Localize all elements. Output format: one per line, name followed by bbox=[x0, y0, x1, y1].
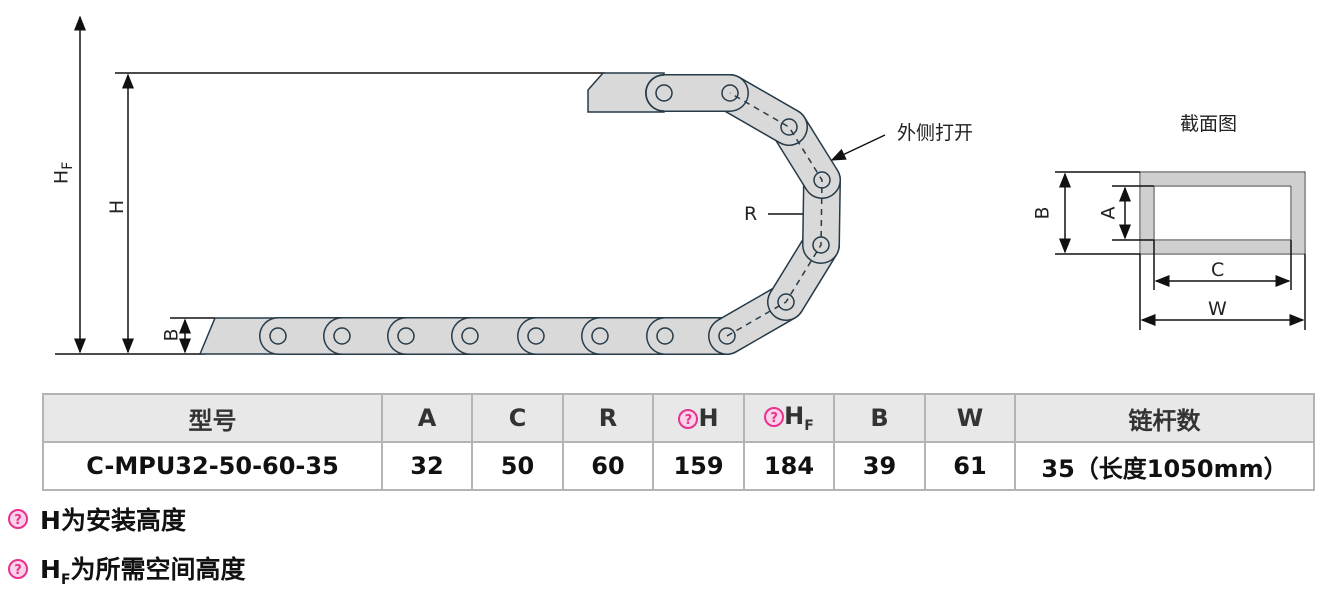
pin-hole bbox=[718, 327, 736, 345]
header-h: ?H bbox=[652, 393, 745, 443]
h-label: H bbox=[106, 199, 129, 215]
tip-icon: ? bbox=[8, 509, 28, 529]
cell-links: 35（长度1050mm） bbox=[1014, 441, 1315, 491]
pin-hole bbox=[780, 118, 798, 136]
cross-section bbox=[1055, 171, 1306, 330]
link-joint-arc bbox=[645, 74, 665, 112]
cell-h: 159 bbox=[652, 441, 745, 491]
pin-hole bbox=[721, 84, 739, 102]
header-w: W bbox=[924, 393, 1016, 443]
header-links: 链杆数 bbox=[1014, 393, 1315, 443]
pin-hole bbox=[461, 327, 479, 345]
header-c: C bbox=[471, 393, 564, 443]
header-model: 型号 bbox=[42, 393, 383, 443]
pin-hole bbox=[527, 327, 545, 345]
table-header-row: 型号 A C R ?H ?HF B W 链杆数 bbox=[42, 393, 1315, 443]
section-w-label: W bbox=[1208, 298, 1227, 320]
cell-b: 39 bbox=[833, 441, 926, 491]
header-a: A bbox=[381, 393, 473, 443]
section-b-label: B bbox=[1031, 206, 1054, 220]
open-side-label: 外侧打开 bbox=[897, 122, 974, 144]
cell-r: 60 bbox=[562, 441, 654, 491]
pin-hole bbox=[269, 327, 287, 345]
tip-icon: ? bbox=[678, 409, 699, 429]
r-label: R bbox=[744, 203, 758, 225]
table-row: C-MPU32-50-60-35 32 50 60 159 184 39 61 … bbox=[42, 441, 1315, 491]
dimension-lines bbox=[55, 15, 886, 355]
cell-a: 32 bbox=[381, 441, 473, 491]
spec-table: 型号 A C R ?H ?HF B W 链杆数 C-MPU32-50-60-35… bbox=[42, 393, 1315, 491]
drag-chain-diagram bbox=[55, 15, 1306, 355]
section-c-label: C bbox=[1211, 259, 1225, 281]
pin-hole bbox=[812, 236, 830, 254]
b-label: B bbox=[160, 328, 183, 342]
header-hf: ?HF bbox=[743, 393, 835, 443]
pin-hole bbox=[655, 84, 673, 102]
section-a-label: A bbox=[1097, 206, 1120, 220]
drag-chain bbox=[198, 72, 841, 355]
pin-hole bbox=[397, 327, 415, 345]
cell-model: C-MPU32-50-60-35 bbox=[42, 441, 383, 491]
tip-icon: ? bbox=[764, 407, 785, 428]
header-r: R bbox=[562, 393, 654, 443]
section-title: 截面图 bbox=[1180, 113, 1238, 135]
pin-hole bbox=[656, 327, 674, 345]
cell-w: 61 bbox=[924, 441, 1016, 491]
pin-hole bbox=[777, 293, 795, 311]
pin-hole bbox=[333, 327, 351, 345]
tip-icon: ? bbox=[8, 559, 28, 579]
cell-hf: 184 bbox=[743, 441, 835, 491]
pin-hole bbox=[813, 171, 831, 189]
note-hf: ?HF为所需空间高度 bbox=[8, 550, 246, 588]
header-b: B bbox=[833, 393, 926, 443]
cell-c: 50 bbox=[471, 441, 564, 491]
bend-radius-path bbox=[726, 92, 823, 337]
hf-label: HF bbox=[50, 161, 77, 185]
note-h: ?H为安装高度 bbox=[8, 501, 186, 537]
pin-hole bbox=[591, 327, 609, 345]
